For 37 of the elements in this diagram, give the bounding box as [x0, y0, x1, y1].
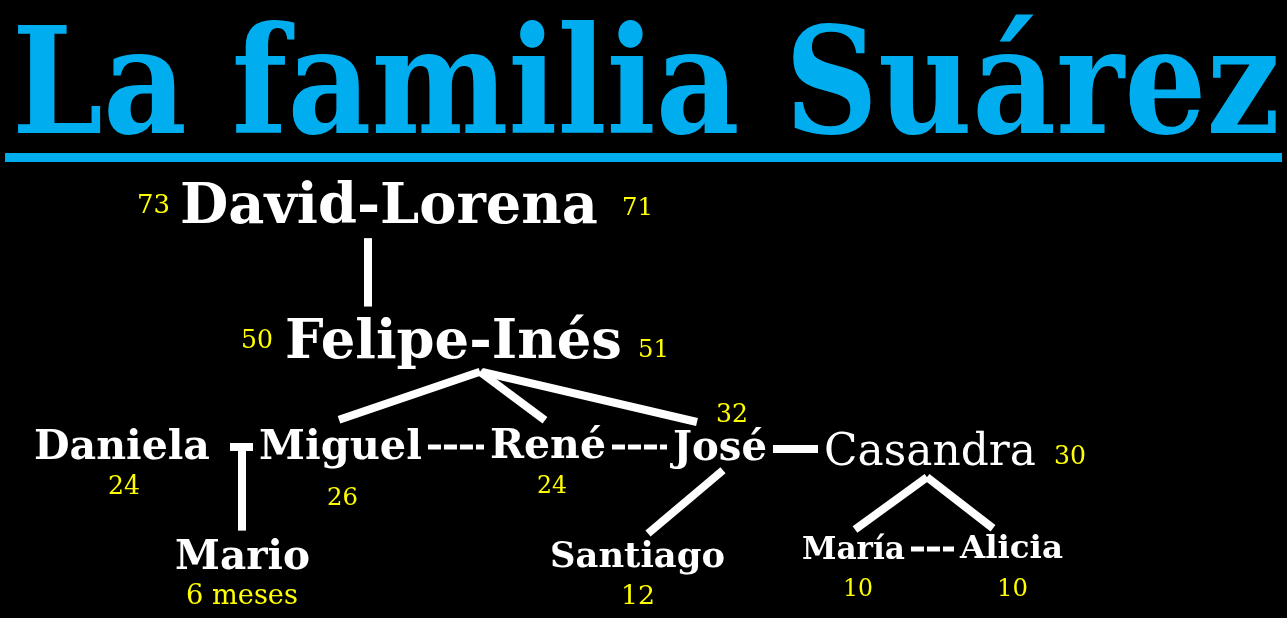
dashed-connector [427, 444, 484, 450]
name-label: Alicia [960, 528, 1063, 568]
age-label: 10 [843, 573, 873, 602]
connector-line [645, 467, 726, 537]
name-label: David-Lorena [180, 171, 598, 239]
age-label: 50 [241, 325, 273, 356]
name-label: Daniela [34, 420, 210, 470]
dashed-connector [910, 546, 954, 552]
connector-line [477, 368, 548, 424]
connector-line [852, 473, 930, 533]
connector-bar [230, 443, 253, 451]
name-label: Casandra [824, 424, 1036, 478]
age-label: 30 [1054, 441, 1086, 472]
age-label: 24 [537, 470, 567, 499]
connector-line [238, 451, 246, 531]
dashed-connector [611, 444, 667, 450]
age-label: 6 meses [186, 579, 298, 612]
connector-line [924, 474, 996, 532]
name-label: Felipe-Inés [285, 306, 622, 372]
age-label: 71 [622, 191, 653, 222]
name-label: Miguel [259, 419, 422, 470]
name-label: María [802, 529, 905, 567]
connector-line [364, 238, 372, 307]
name-label: Mario [175, 530, 310, 580]
age-label: 10 [997, 572, 1028, 603]
connector-line [773, 445, 818, 453]
name-label: René [490, 420, 606, 470]
connector-line [337, 368, 482, 424]
age-label: 26 [327, 481, 358, 512]
age-label: 24 [108, 471, 140, 502]
age-label: 12 [621, 578, 655, 611]
title: La familia Suárez [12, 11, 1280, 153]
name-label: Santiago [550, 533, 725, 576]
age-label: 73 [137, 189, 170, 221]
connector-line [481, 367, 698, 426]
age-label: 32 [716, 399, 748, 429]
age-label: 51 [638, 333, 669, 364]
